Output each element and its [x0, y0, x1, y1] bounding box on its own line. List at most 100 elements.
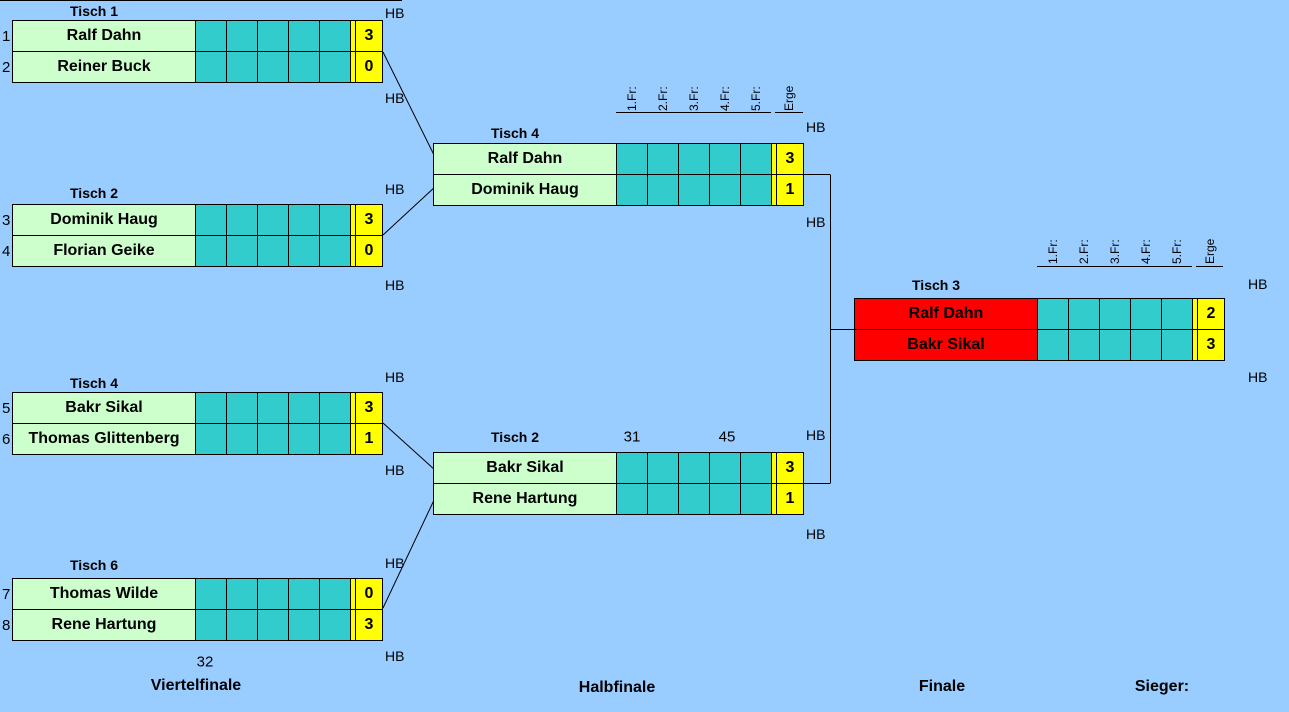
- frame-cell[interactable]: [196, 52, 226, 82]
- score-cell[interactable]: 3: [356, 393, 382, 423]
- frame-cell[interactable]: [320, 21, 350, 51]
- frame-cell[interactable]: [1131, 330, 1161, 360]
- frame-cell[interactable]: [648, 175, 678, 205]
- frame-cell[interactable]: [258, 52, 288, 82]
- frame-cell[interactable]: [320, 610, 350, 640]
- frame-cell[interactable]: [320, 205, 350, 235]
- frame-cell[interactable]: [710, 453, 740, 483]
- player-cell[interactable]: Dominik Haug: [13, 205, 195, 235]
- frame-cell[interactable]: [227, 579, 257, 609]
- player-cell[interactable]: Ralf Dahn: [13, 21, 195, 51]
- score-cell[interactable]: 3: [356, 21, 382, 51]
- frame-cell[interactable]: [227, 424, 257, 454]
- frame-cell[interactable]: [196, 424, 226, 454]
- score-cell[interactable]: 3: [356, 205, 382, 235]
- frame-cell[interactable]: [320, 236, 350, 266]
- frame-cell[interactable]: [227, 393, 257, 423]
- player-cell[interactable]: Bakr Sikal: [855, 330, 1037, 360]
- frame-cell[interactable]: [320, 424, 350, 454]
- frame-cell[interactable]: [1131, 299, 1161, 329]
- score-cell[interactable]: 1: [777, 484, 803, 514]
- frame-cell[interactable]: [289, 21, 319, 51]
- frame-cell[interactable]: [196, 205, 226, 235]
- frame-cell[interactable]: [648, 484, 678, 514]
- frame-cell[interactable]: [196, 236, 226, 266]
- frame-cell[interactable]: [710, 144, 740, 174]
- frame-cell[interactable]: [258, 610, 288, 640]
- frame-cell[interactable]: [741, 484, 771, 514]
- player-cell[interactable]: Ralf Dahn: [855, 299, 1037, 329]
- frame-cell[interactable]: [710, 484, 740, 514]
- frame-cell[interactable]: [227, 610, 257, 640]
- frame-cell[interactable]: [741, 453, 771, 483]
- frame-cell[interactable]: [648, 453, 678, 483]
- frame-cell[interactable]: [1069, 330, 1099, 360]
- score-cell[interactable]: 1: [356, 424, 382, 454]
- frame-cell[interactable]: [258, 424, 288, 454]
- frame-cell[interactable]: [227, 236, 257, 266]
- player-cell[interactable]: Rene Hartung: [13, 610, 195, 640]
- frame-cell[interactable]: [741, 144, 771, 174]
- frame-cell[interactable]: [289, 393, 319, 423]
- score-cell[interactable]: 0: [356, 579, 382, 609]
- score-cell[interactable]: 0: [356, 52, 382, 82]
- player-cell[interactable]: Bakr Sikal: [13, 393, 195, 423]
- frame-cell[interactable]: [196, 610, 226, 640]
- frame-cell[interactable]: [196, 21, 226, 51]
- score-cell[interactable]: 3: [1198, 330, 1224, 360]
- frame-cell[interactable]: [289, 579, 319, 609]
- frame-cell[interactable]: [679, 484, 709, 514]
- score-cell[interactable]: 2: [1198, 299, 1224, 329]
- frame-cell[interactable]: [1100, 299, 1130, 329]
- player-cell[interactable]: Thomas Wilde: [13, 579, 195, 609]
- player-cell[interactable]: Reiner Buck: [13, 52, 195, 82]
- frame-cell[interactable]: [741, 175, 771, 205]
- frame-cell[interactable]: [710, 175, 740, 205]
- frame-cell[interactable]: [617, 453, 647, 483]
- frame-cell[interactable]: [1162, 299, 1192, 329]
- frame-cell[interactable]: [617, 175, 647, 205]
- frame-cell[interactable]: [648, 144, 678, 174]
- player-cell[interactable]: Ralf Dahn: [434, 144, 616, 174]
- frame-cell[interactable]: [258, 205, 288, 235]
- player-cell[interactable]: Rene Hartung: [434, 484, 616, 514]
- score-cell[interactable]: 3: [777, 453, 803, 483]
- frame-cell[interactable]: [1069, 299, 1099, 329]
- frame-cell[interactable]: [1100, 330, 1130, 360]
- frame-cell[interactable]: [617, 144, 647, 174]
- score-cell[interactable]: 3: [777, 144, 803, 174]
- frame-cell[interactable]: [258, 236, 288, 266]
- frame-cell[interactable]: [258, 393, 288, 423]
- frame-cell[interactable]: [679, 144, 709, 174]
- frame-cell[interactable]: [227, 52, 257, 82]
- player-cell[interactable]: Florian Geike: [13, 236, 195, 266]
- frame-cell[interactable]: [320, 579, 350, 609]
- frame-cell[interactable]: [289, 52, 319, 82]
- frame-cell[interactable]: [227, 21, 257, 51]
- frame-cell[interactable]: [320, 52, 350, 82]
- frame-cell[interactable]: [617, 484, 647, 514]
- player-cell[interactable]: Thomas Glittenberg: [13, 424, 195, 454]
- hb-label: HB: [806, 526, 826, 542]
- spacer-cell: [1193, 299, 1197, 329]
- score-cell[interactable]: 1: [777, 175, 803, 205]
- frame-cell[interactable]: [258, 21, 288, 51]
- player-cell[interactable]: Bakr Sikal: [434, 453, 616, 483]
- frame-cell[interactable]: [289, 236, 319, 266]
- frame-cell[interactable]: [320, 393, 350, 423]
- frame-cell[interactable]: [196, 393, 226, 423]
- frame-cell[interactable]: [289, 205, 319, 235]
- frame-cell[interactable]: [258, 579, 288, 609]
- score-cell[interactable]: 3: [356, 610, 382, 640]
- frame-cell[interactable]: [679, 175, 709, 205]
- frame-cell[interactable]: [196, 579, 226, 609]
- score-cell[interactable]: 0: [356, 236, 382, 266]
- frame-cell[interactable]: [1038, 299, 1068, 329]
- frame-cell[interactable]: [679, 453, 709, 483]
- player-cell[interactable]: Dominik Haug: [434, 175, 616, 205]
- frame-cell[interactable]: [289, 610, 319, 640]
- frame-cell[interactable]: [1038, 330, 1068, 360]
- frame-cell[interactable]: [1162, 330, 1192, 360]
- frame-cell[interactable]: [227, 205, 257, 235]
- frame-cell[interactable]: [289, 424, 319, 454]
